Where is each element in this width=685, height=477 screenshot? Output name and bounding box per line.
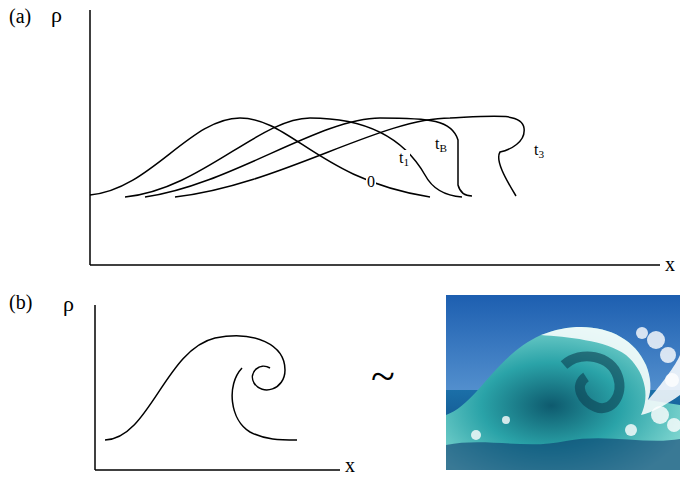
axis-label: x <box>344 455 356 475</box>
wave-photo <box>446 295 680 470</box>
density-curve <box>175 116 524 197</box>
y-axis <box>89 10 91 265</box>
curve-label: t1 <box>398 150 410 166</box>
density-curve <box>145 118 472 197</box>
axis-label: ρ <box>50 4 63 26</box>
axis-label: ρ <box>62 293 75 315</box>
y-axis <box>94 305 96 470</box>
curve-label: t3 <box>533 142 545 158</box>
x-axis <box>90 264 660 266</box>
curve-label: tB <box>434 136 448 152</box>
axis-label: x <box>664 254 676 274</box>
panel-label: (b) <box>8 292 33 312</box>
x-axis <box>95 469 340 471</box>
curve-label: 0 <box>366 174 376 190</box>
tilde-symbol: ~ <box>370 355 396 399</box>
panel-label: (a) <box>8 6 32 26</box>
wave-curve <box>232 368 297 440</box>
wave-curve <box>105 336 285 440</box>
density-curve <box>125 118 462 197</box>
